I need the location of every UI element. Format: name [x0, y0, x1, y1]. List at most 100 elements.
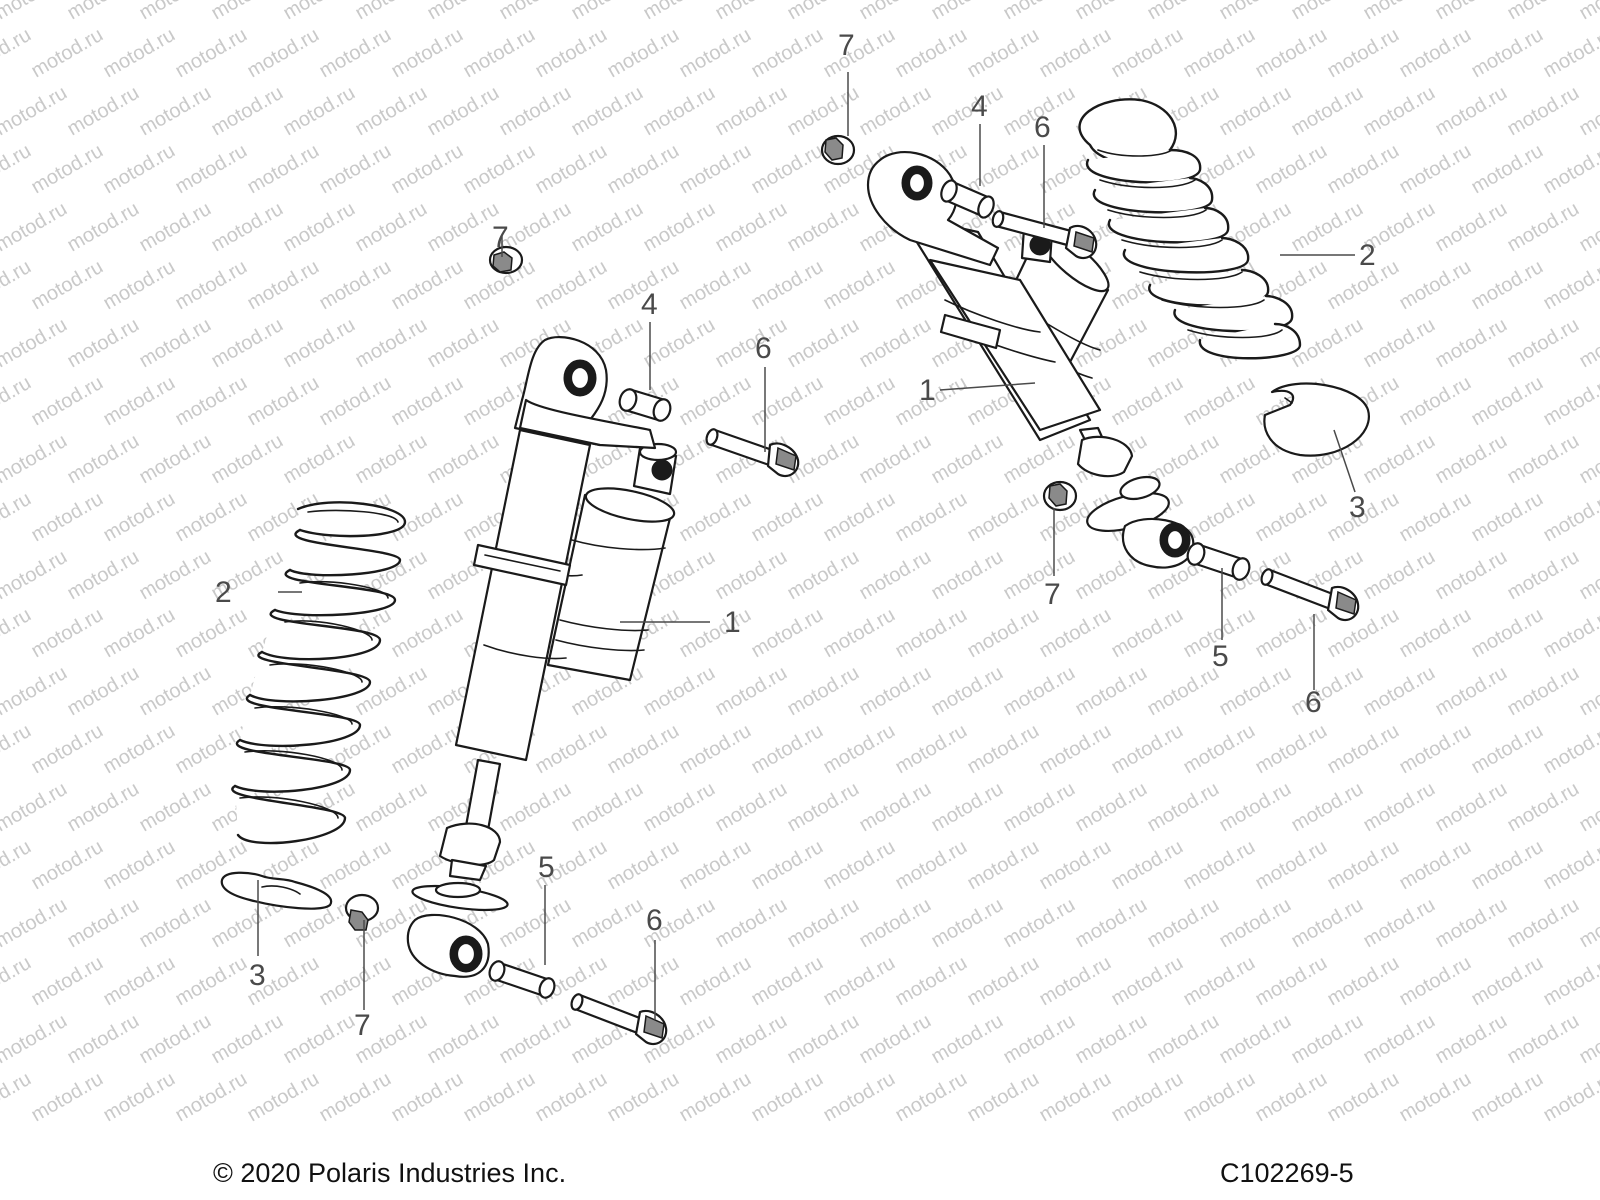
watermark-text: motod.ru	[676, 24, 755, 83]
watermark-text: motod.ru	[208, 82, 287, 141]
watermark-text: motod.ru	[0, 720, 35, 779]
watermark-text: motod.ru	[1432, 430, 1511, 489]
callout-left-upper-bolt: 6	[755, 332, 772, 365]
watermark-text: motod.ru	[208, 1010, 287, 1069]
watermark-text: motod.ru	[1432, 314, 1511, 373]
watermark-text: motod.ru	[1504, 198, 1583, 257]
watermark-text: motod.ru	[172, 372, 251, 431]
watermark-text: motod.ru	[784, 198, 863, 257]
watermark-text: motod.ru	[640, 314, 719, 373]
watermark-text: motod.ru	[928, 82, 1007, 141]
watermark-text: motod.ru	[892, 952, 971, 1011]
watermark-text: motod.ru	[748, 1068, 827, 1127]
watermark-text: motod.ru	[136, 778, 215, 837]
watermark-text: motod.ru	[244, 24, 323, 83]
callout-right-upper-bolt: 6	[1034, 111, 1051, 144]
watermark-text: motod.ru	[0, 952, 35, 1011]
watermark-text: motod.ru	[748, 24, 827, 83]
watermark-text: motod.ru	[1504, 1010, 1583, 1069]
watermark-text: motod.ru	[100, 372, 179, 431]
watermark-text: motod.ru	[640, 0, 719, 24]
watermark-text: motod.ru	[64, 198, 143, 257]
watermark-text: motod.ru	[568, 82, 647, 141]
watermark-text: motod.ru	[1432, 546, 1511, 605]
watermark-text: motod.ru	[1540, 24, 1600, 83]
right-spring-retainer	[1263, 382, 1370, 457]
watermark-text: motod.ru	[1144, 662, 1223, 721]
watermark-text: motod.ru	[1072, 662, 1151, 721]
watermark-text: motod.ru	[676, 140, 755, 199]
watermark-text: motod.ru	[1288, 198, 1367, 257]
watermark-text: motod.ru	[1504, 662, 1583, 721]
watermark-text: motod.ru	[0, 778, 71, 837]
watermark-text: motod.ru	[1000, 894, 1079, 953]
watermark-text: motod.ru	[1072, 1010, 1151, 1069]
copyright-notice: © 2020 Polaris Industries Inc.	[213, 1158, 567, 1188]
watermark-text: motod.ru	[28, 836, 107, 895]
watermark-text: motod.ru	[1576, 430, 1600, 489]
watermark-text: motod.ru	[604, 140, 683, 199]
callout-left-retainer: 3	[249, 959, 266, 992]
watermark-text: motod.ru	[352, 314, 431, 373]
watermark-text: motod.ru	[856, 894, 935, 953]
watermark-text: motod.ru	[388, 372, 467, 431]
watermark-text: motod.ru	[1360, 662, 1439, 721]
watermark-text: motod.ru	[1324, 836, 1403, 895]
watermark-text: motod.ru	[676, 952, 755, 1011]
watermark-text: motod.ru	[460, 24, 539, 83]
watermark-text: motod.ru	[1288, 0, 1367, 24]
watermark-text: motod.ru	[1252, 604, 1331, 663]
watermark-text: motod.ru	[1576, 778, 1600, 837]
watermark-text: motod.ru	[0, 546, 71, 605]
watermark-text: motod.ru	[244, 372, 323, 431]
callout-right-lower-sleeve: 5	[1212, 640, 1229, 673]
watermark-text: motod.ru	[496, 0, 575, 24]
watermark-text: motod.ru	[964, 24, 1043, 83]
watermark-text: motod.ru	[1540, 604, 1600, 663]
watermark-text: motod.ru	[100, 604, 179, 663]
watermark-text: motod.ru	[1036, 604, 1115, 663]
watermark-text: motod.ru	[748, 720, 827, 779]
watermark-text: motod.ru	[604, 720, 683, 779]
watermark-text: motod.ru	[1576, 546, 1600, 605]
left-assembly: 2 1 3 4 5 6 6 7 7	[215, 221, 800, 1046]
watermark-text: motod.ru	[388, 604, 467, 663]
watermark-text: motod.ru	[928, 1010, 1007, 1069]
watermark-text: motod.ru	[388, 140, 467, 199]
watermark-pattern: motod.rumotod.rumotod.rumotod.rumotod.ru…	[0, 0, 1600, 1126]
watermark-text: motod.ru	[316, 372, 395, 431]
watermark-text: motod.ru	[712, 0, 791, 24]
watermark-text: motod.ru	[892, 24, 971, 83]
watermark-text: motod.ru	[1468, 372, 1547, 431]
watermark-text: motod.ru	[1504, 546, 1583, 605]
watermark-text: motod.ru	[820, 1068, 899, 1127]
right-coil-spring	[1078, 98, 1302, 360]
watermark-text: motod.ru	[1288, 82, 1367, 141]
watermark-text: motod.ru	[136, 1010, 215, 1069]
watermark-text: motod.ru	[1252, 836, 1331, 895]
watermark-text: motod.ru	[784, 894, 863, 953]
watermark-text: motod.ru	[0, 24, 35, 83]
watermark-text: motod.ru	[0, 836, 35, 895]
watermark-text: motod.ru	[964, 1068, 1043, 1127]
watermark-text: motod.ru	[820, 604, 899, 663]
watermark-text: motod.ru	[100, 836, 179, 895]
watermark-text: motod.ru	[244, 140, 323, 199]
watermark-text: motod.ru	[208, 198, 287, 257]
watermark-text: motod.ru	[352, 430, 431, 489]
watermark-text: motod.ru	[136, 314, 215, 373]
watermark-text: motod.ru	[1324, 140, 1403, 199]
watermark-text: motod.ru	[0, 1010, 71, 1069]
watermark-text: motod.ru	[1540, 1068, 1600, 1127]
watermark-text: motod.ru	[424, 430, 503, 489]
callout-right-spring: 2	[1359, 239, 1376, 272]
watermark-text: motod.ru	[820, 720, 899, 779]
left-lower-bolt	[570, 993, 668, 1046]
watermark-text: motod.ru	[1468, 1068, 1547, 1127]
watermark-text: motod.ru	[1324, 1068, 1403, 1127]
watermark-text: motod.ru	[568, 778, 647, 837]
callout-right-shock: 1	[919, 374, 936, 407]
watermark-text: motod.ru	[1576, 0, 1600, 24]
watermark-text: motod.ru	[1180, 720, 1259, 779]
watermark-text: motod.ru	[1252, 140, 1331, 199]
